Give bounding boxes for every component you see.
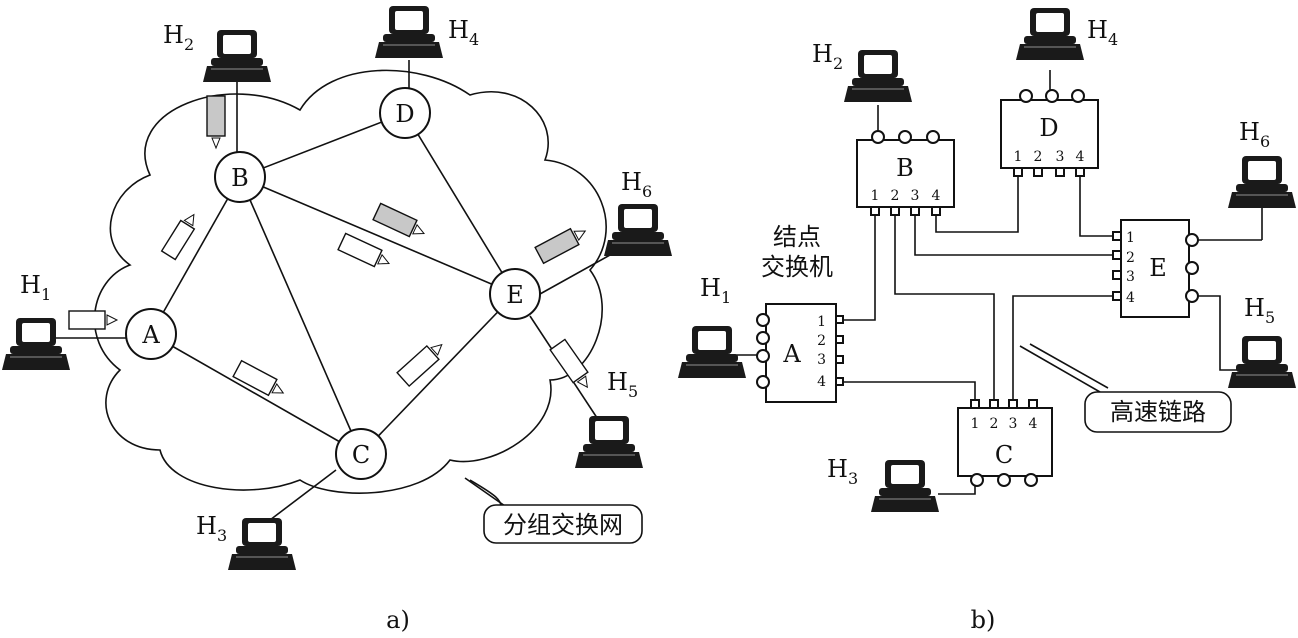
svg-text:2: 2 — [1034, 149, 1043, 165]
svg-text:3: 3 — [817, 352, 826, 368]
svg-text:B: B — [231, 164, 249, 192]
host-b-h2: H2 — [812, 40, 912, 102]
switch-b-D: 1 2 3 4 D — [1000, 89, 1099, 177]
figure-b: 1 2 3 4 A 1 2 3 4 B 1 2 3 4 — [678, 8, 1296, 634]
svg-text:4: 4 — [817, 374, 826, 390]
svg-text:高速链路: 高速链路 — [1110, 398, 1206, 426]
host-b-h3: H3 — [827, 455, 939, 512]
network-callout: 分组交换网 — [464, 477, 643, 544]
svg-text:H6: H6 — [621, 168, 652, 201]
svg-text:分组交换网: 分组交换网 — [503, 511, 623, 539]
svg-text:D: D — [395, 100, 414, 128]
svg-text:1: 1 — [1014, 149, 1023, 165]
svg-text:A: A — [782, 340, 801, 368]
caption-b: b) — [971, 606, 996, 634]
svg-text:3: 3 — [1126, 269, 1135, 285]
node-a-A: A — [125, 308, 177, 360]
svg-text:2: 2 — [990, 416, 999, 432]
host-a-h6: H6 — [604, 168, 672, 256]
node-a-C: C — [335, 428, 387, 480]
svg-text:1: 1 — [817, 314, 826, 330]
svg-text:1: 1 — [1126, 230, 1135, 246]
svg-text:4: 4 — [1126, 290, 1135, 306]
computer-icon — [375, 6, 443, 58]
switch-b-C: 1 2 3 4 C — [957, 399, 1053, 487]
host-a-h1: H1 — [2, 271, 70, 370]
svg-text:E: E — [1149, 254, 1167, 282]
svg-text:B: B — [896, 154, 914, 182]
switch-label-line1: 结点 — [773, 223, 821, 251]
computer-icon — [1228, 336, 1296, 388]
switch-b-B: 1 2 3 4 B — [856, 130, 955, 216]
node-a-D: D — [379, 87, 431, 139]
host-b-h4: H4 — [1016, 8, 1118, 60]
svg-text:3: 3 — [911, 188, 920, 204]
svg-text:H6: H6 — [1239, 118, 1270, 151]
computer-icon — [1228, 156, 1296, 208]
svg-text:C: C — [352, 441, 370, 469]
host-a-h5: H5 — [575, 368, 643, 468]
figure-a: A B C D E H1 H2 H3 H4 H5 H6 — [2, 6, 672, 634]
svg-text:H1: H1 — [20, 271, 51, 304]
host-b-h6: H6 — [1228, 118, 1296, 208]
host-b-h1: H1 — [678, 274, 746, 378]
svg-text:D: D — [1039, 114, 1058, 142]
svg-text:1: 1 — [971, 416, 980, 432]
svg-text:H1: H1 — [700, 274, 731, 307]
svg-text:4: 4 — [1029, 416, 1038, 432]
node-a-E: E — [489, 268, 541, 320]
link-callout: 高速链路 — [1019, 343, 1232, 433]
svg-text:H5: H5 — [607, 368, 638, 401]
svg-text:4: 4 — [932, 188, 941, 204]
computer-icon — [575, 416, 643, 468]
host-a-h2: H2 — [163, 21, 271, 82]
node-a-B: B — [214, 151, 266, 203]
svg-text:H3: H3 — [196, 512, 227, 545]
svg-text:H4: H4 — [1087, 16, 1118, 49]
computer-icon — [1016, 8, 1084, 60]
svg-text:H2: H2 — [812, 40, 843, 73]
svg-text:2: 2 — [891, 188, 900, 204]
svg-text:3: 3 — [1056, 149, 1065, 165]
host-a-h3: H3 — [196, 512, 296, 570]
svg-text:4: 4 — [1076, 149, 1085, 165]
host-a-h4: H4 — [375, 6, 479, 58]
svg-text:3: 3 — [1009, 416, 1018, 432]
computer-icon — [228, 518, 296, 570]
packets-a — [68, 95, 589, 397]
computer-icon — [2, 318, 70, 370]
switch-b-A: 1 2 3 4 A — [756, 303, 844, 403]
svg-text:H5: H5 — [1244, 294, 1275, 327]
host-b-h5: H5 — [1228, 294, 1296, 388]
svg-text:H2: H2 — [163, 21, 194, 54]
svg-text:H3: H3 — [827, 455, 858, 488]
links-b — [720, 70, 1263, 495]
switch-b-E: 1 2 3 4 E — [1112, 219, 1199, 318]
svg-text:A: A — [141, 321, 160, 349]
computer-icon — [871, 460, 939, 512]
svg-text:C: C — [995, 441, 1013, 469]
svg-text:H4: H4 — [448, 16, 479, 49]
svg-text:2: 2 — [817, 333, 826, 349]
computer-icon — [604, 204, 672, 256]
svg-text:E: E — [506, 281, 524, 309]
computer-icon — [844, 50, 912, 102]
svg-text:1: 1 — [871, 188, 880, 204]
switch-label-line2: 交换机 — [761, 253, 833, 281]
caption-a: a) — [386, 606, 410, 634]
svg-text:2: 2 — [1126, 250, 1135, 266]
computer-icon — [678, 326, 746, 378]
computer-icon — [203, 30, 271, 82]
